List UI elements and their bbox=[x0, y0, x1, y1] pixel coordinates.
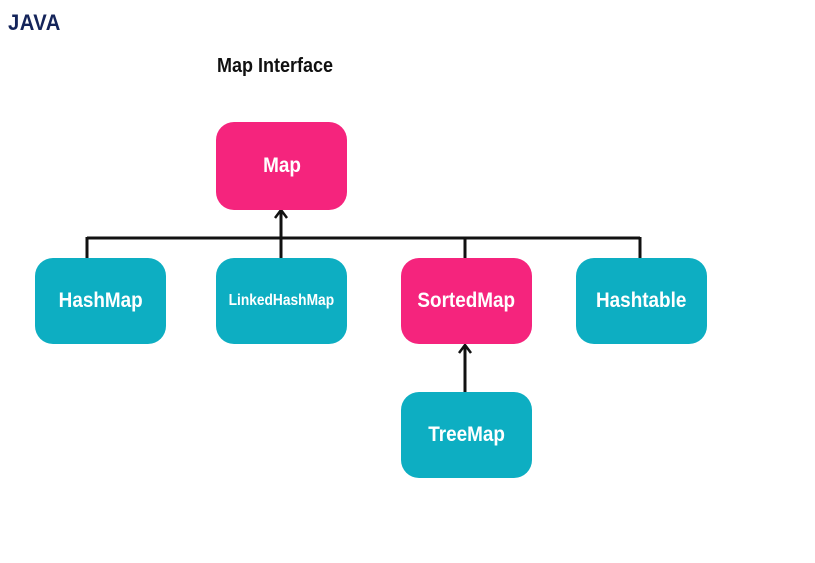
node-treemap-label: TreeMap bbox=[428, 423, 505, 446]
node-linkedhashmap: LinkedHashMap bbox=[216, 258, 347, 344]
node-sortedmap: SortedMap bbox=[401, 258, 532, 344]
node-hashtable: Hashtable bbox=[576, 258, 707, 344]
node-map-label: Map bbox=[262, 154, 301, 177]
node-hashmap-label: HashMap bbox=[58, 289, 143, 312]
node-linkedhashmap-label: LinkedHashMap bbox=[228, 292, 335, 309]
node-hashtable-label: Hashtable bbox=[596, 289, 687, 312]
arrowhead-sortedmap bbox=[458, 342, 472, 354]
arrowhead-map bbox=[274, 207, 288, 219]
diagram-title: Map Interface bbox=[217, 55, 334, 77]
node-hashmap: HashMap bbox=[35, 258, 166, 344]
node-map: Map bbox=[216, 122, 347, 210]
brand-logo-text: JAVA bbox=[8, 10, 61, 35]
node-treemap: TreeMap bbox=[401, 392, 532, 478]
node-sortedmap-label: SortedMap bbox=[417, 289, 516, 312]
